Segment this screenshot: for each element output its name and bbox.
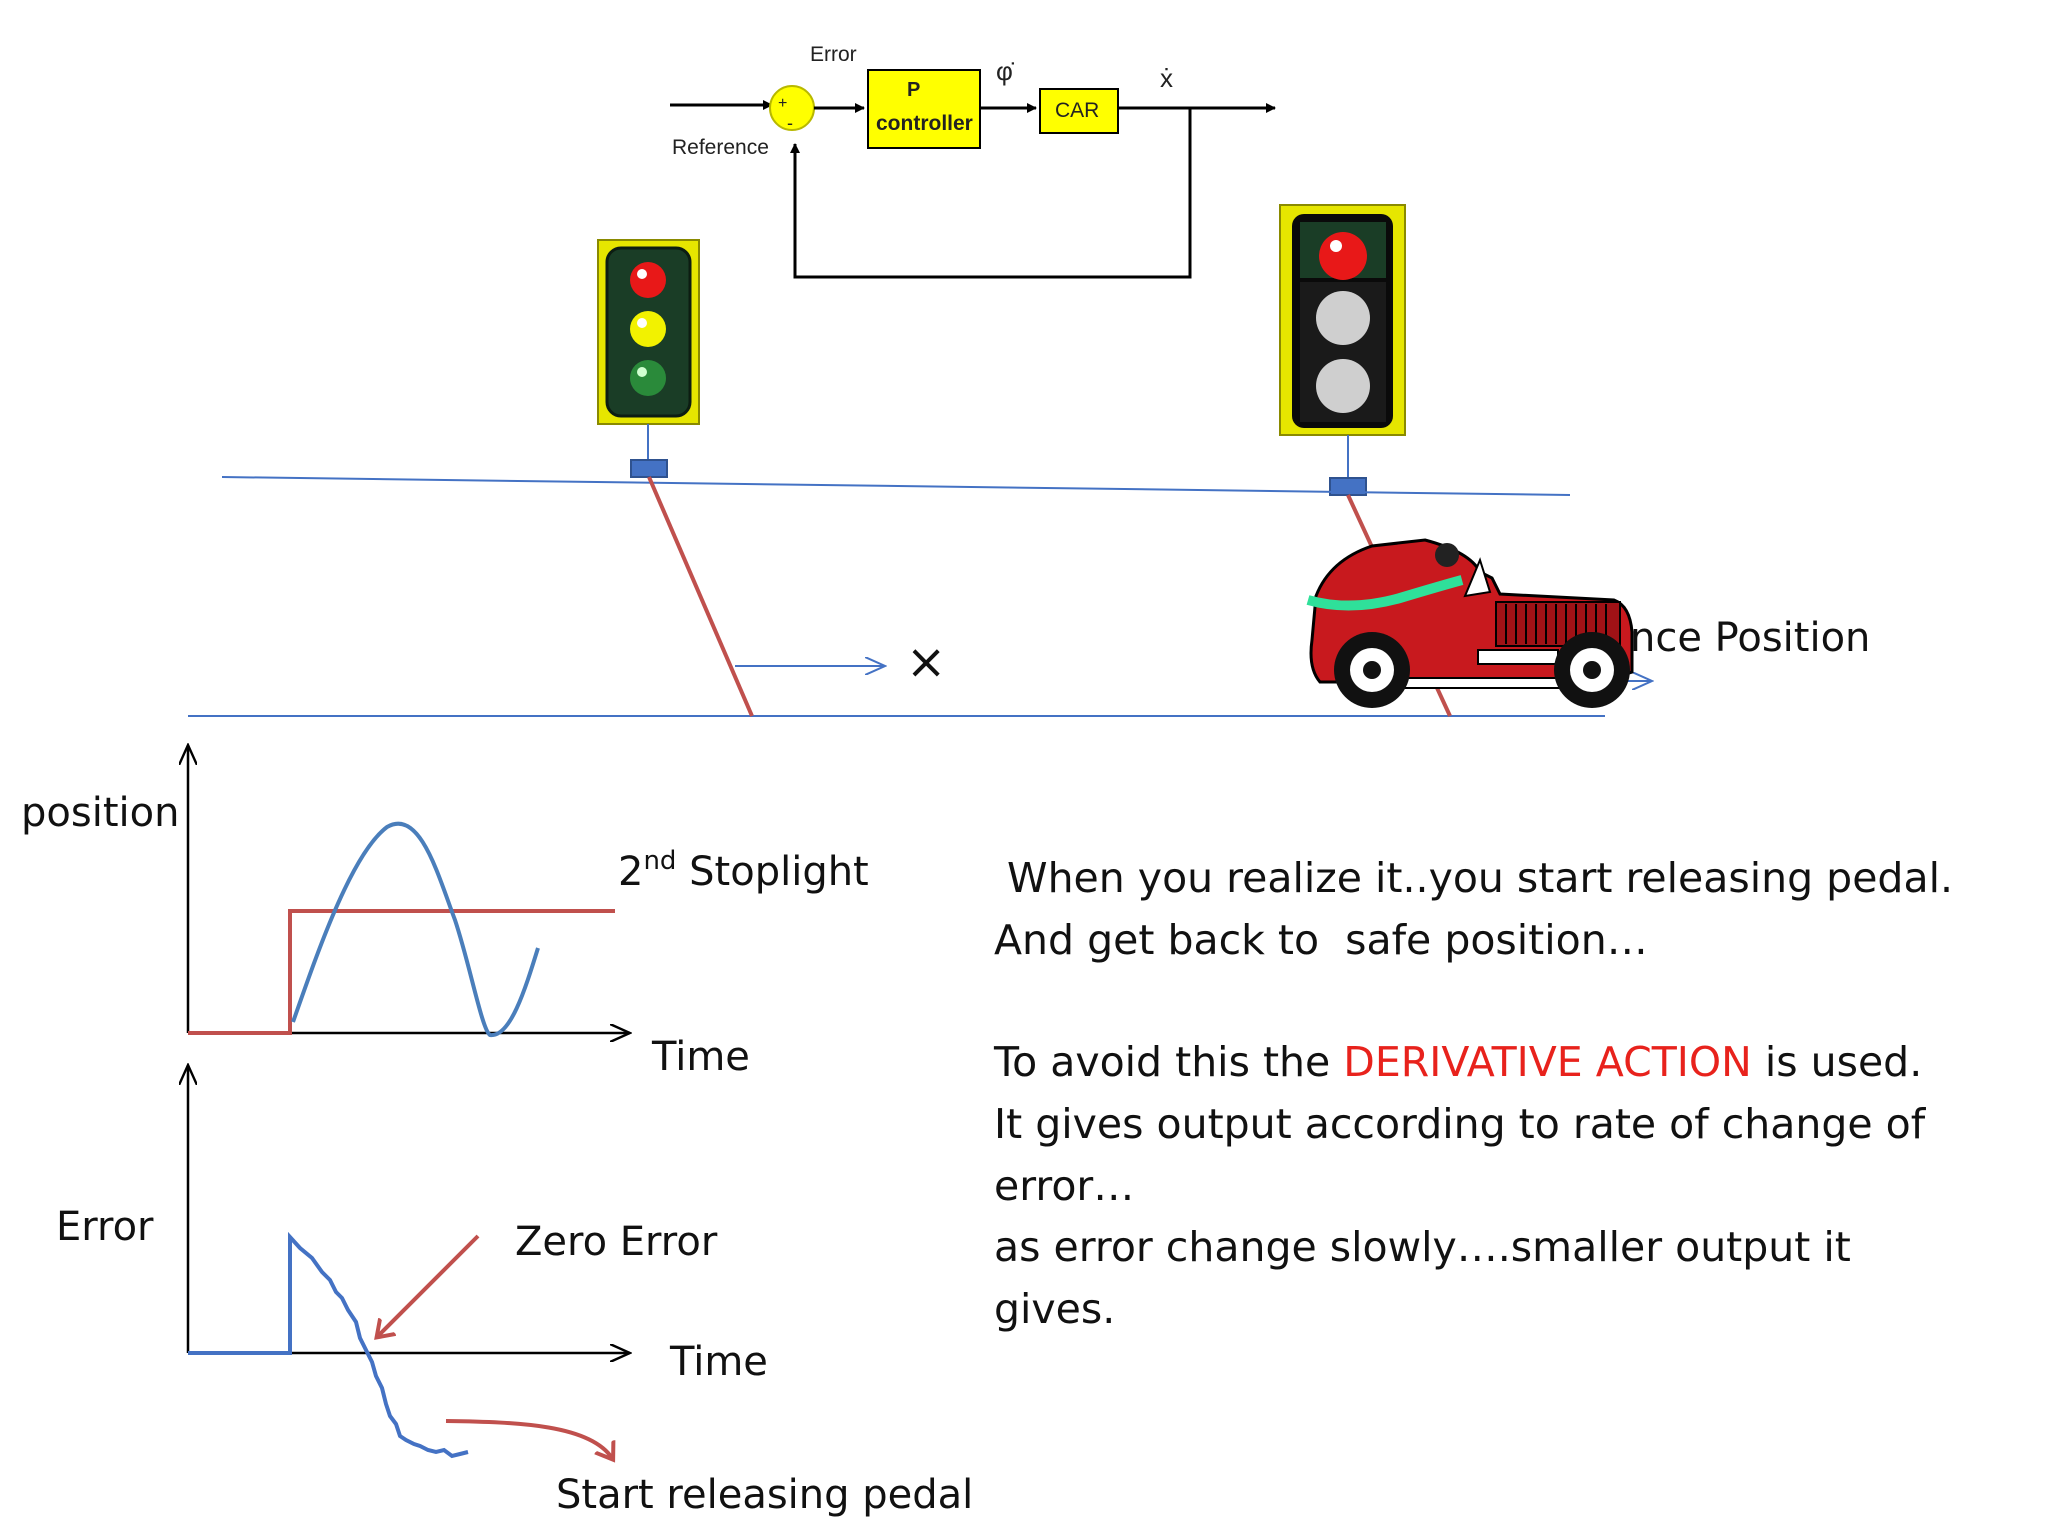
position-y-label: position — [21, 790, 180, 836]
explanation-line-2: And get back to safe position… — [994, 916, 1648, 964]
position-response-curve — [291, 821, 540, 1038]
traffic-light-1 — [597, 239, 700, 478]
traffic-light-2 — [1279, 204, 1406, 496]
error-y-label: Error — [56, 1204, 154, 1250]
minus-sign: - — [787, 113, 793, 133]
error-x-label: Time — [670, 1339, 768, 1385]
road-top-edge — [221, 476, 1571, 496]
red-light-icon — [630, 262, 666, 298]
block-diagram — [670, 69, 1276, 279]
off-light-icon — [1316, 291, 1370, 345]
reference-step-line — [188, 909, 615, 1035]
explanation-line-4: It gives output according to rate of cha… — [994, 1100, 1926, 1148]
green-light-icon — [630, 360, 666, 396]
stop-line-1 — [647, 476, 754, 717]
sensor-1 — [630, 459, 668, 478]
p-controller-block — [867, 69, 981, 149]
derivative-action-highlight: DERIVATIVE ACTION — [1343, 1038, 1752, 1086]
red-light-icon — [1319, 232, 1367, 280]
car-block-label: CAR — [1055, 99, 1100, 122]
zero-error-arrow — [378, 1234, 480, 1336]
reference-label: Reference — [672, 136, 769, 159]
yellow-light-icon — [630, 311, 666, 347]
x-dot-label: ẋ — [1160, 63, 1173, 93]
position-x-label: Time — [652, 1034, 750, 1080]
p-controller-label-line1: P — [907, 79, 921, 101]
x-marker-label: × — [906, 634, 947, 690]
explanation-line-6: as error change slowly….smaller output i… — [994, 1223, 1851, 1271]
error-response-curve — [188, 1231, 469, 1459]
explanation-line-1: When you realize it..you start releasing… — [994, 854, 1953, 902]
error-signal-label: Error — [810, 43, 857, 66]
zero-error-label: Zero Error — [515, 1219, 718, 1265]
p-controller-label-line2: controller — [876, 112, 973, 135]
reference-position-label: nce Position — [1630, 615, 1871, 661]
off-light-icon — [1316, 359, 1370, 413]
start-releasing-arrow — [445, 1419, 612, 1458]
car-block — [1039, 88, 1119, 134]
stoplight-label: 2nd Stoplight — [618, 846, 869, 895]
explanation-line-7: gives. — [994, 1285, 1116, 1333]
phi-dot-label: φ̇ — [996, 56, 1013, 86]
error-graph — [188, 1065, 630, 1458]
start-releasing-label: Start releasing pedal — [556, 1472, 974, 1518]
feedback-path — [790, 108, 1192, 279]
explanation-line-5: error… — [994, 1162, 1135, 1210]
explanation-line-3: To avoid this the DERIVATIVE ACTION is u… — [994, 1038, 1923, 1086]
position-graph — [188, 745, 630, 1035]
plus-sign: + — [778, 95, 788, 112]
car-icon — [1306, 538, 1634, 708]
